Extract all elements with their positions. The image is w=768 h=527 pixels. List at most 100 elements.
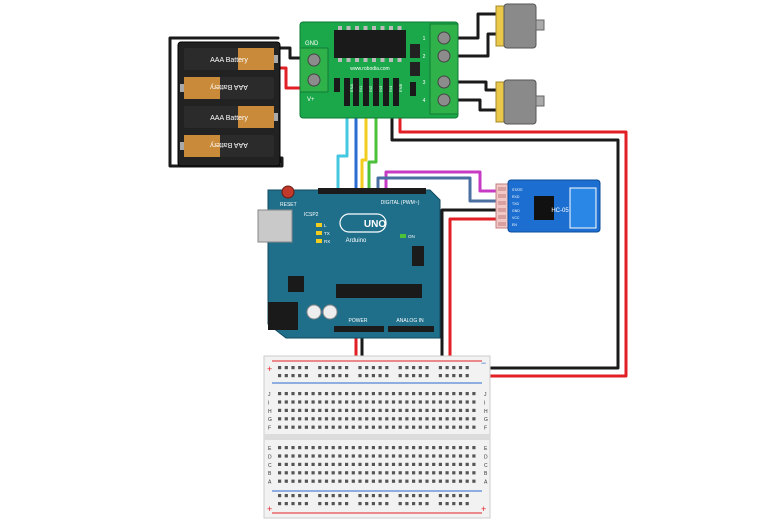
breadboard-hole xyxy=(385,408,389,412)
breadboard-hole xyxy=(365,494,369,498)
breadboard-hole xyxy=(452,462,456,466)
row-label-left: J xyxy=(268,392,271,398)
breadboard-hole xyxy=(371,454,375,458)
breadboard-hole xyxy=(345,408,349,412)
wire-motor1-a xyxy=(454,12,500,40)
breadboard-hole xyxy=(338,408,342,412)
breadboard-hole xyxy=(405,471,409,475)
breadboard-hole xyxy=(324,392,329,396)
bt-pin-label: STATE xyxy=(512,188,523,192)
breadboard-hole xyxy=(291,400,295,404)
breadboard-hole xyxy=(378,417,382,421)
breadboard-hole xyxy=(351,446,355,450)
breadboard-hole xyxy=(432,454,436,458)
breadboard-hole xyxy=(291,502,295,506)
breadboard-hole xyxy=(351,408,355,412)
breadboard-hole xyxy=(291,471,295,475)
reset-button xyxy=(281,185,295,199)
breadboard-hole xyxy=(358,425,362,429)
breadboard-hole xyxy=(465,366,469,370)
row-label-right: I xyxy=(484,400,485,406)
bt-pin xyxy=(498,201,506,205)
breadboard-hole xyxy=(418,462,422,466)
wire-driver-black xyxy=(390,113,620,370)
driver-pin-label: IN4 xyxy=(388,85,393,92)
breadboard-hole xyxy=(391,417,396,421)
chip-pin xyxy=(355,58,359,62)
breadboard-hole xyxy=(284,400,288,404)
driver-header-pin xyxy=(393,78,399,106)
battery-terminal xyxy=(180,84,184,92)
breadboard-hole xyxy=(398,471,402,475)
breadboard-hole xyxy=(452,392,456,396)
led-label: TX xyxy=(324,231,330,236)
breadboard-hole xyxy=(378,374,382,378)
breadboard-hole xyxy=(405,400,409,404)
breadboard-hole xyxy=(385,374,389,378)
motor-2 xyxy=(495,79,545,125)
battery-terminal xyxy=(180,142,184,150)
breadboard-hole xyxy=(338,446,342,450)
breadboard-hole xyxy=(418,417,422,421)
breadboard-hole xyxy=(318,366,322,370)
chip-pin xyxy=(338,58,342,62)
breadboard-hole xyxy=(445,408,449,412)
breadboard-hole xyxy=(371,471,375,475)
power-label: POWER xyxy=(349,318,368,324)
driver-header-pin xyxy=(383,78,389,106)
motor-terminal-screw xyxy=(437,31,451,45)
bt-antenna xyxy=(569,187,597,229)
breadboard-hole xyxy=(445,374,449,378)
breadboard-hole xyxy=(345,400,349,404)
chip-pin xyxy=(397,26,402,30)
wire-motor1-b xyxy=(454,32,500,58)
breadboard-hole xyxy=(378,494,382,498)
breadboard-hole xyxy=(385,425,389,429)
breadboard-hole xyxy=(318,446,322,450)
battery-terminal xyxy=(274,113,278,121)
breadboard-hole xyxy=(358,408,362,412)
driver-pin-label: ENB xyxy=(398,83,403,92)
breadboard-hole xyxy=(331,366,335,370)
breadboard-hole xyxy=(318,425,322,429)
breadboard-hole xyxy=(465,454,469,458)
breadboard-hole xyxy=(425,446,429,450)
breadboard-hole xyxy=(365,408,369,412)
breadboard-hole xyxy=(311,454,315,458)
breadboard-hole xyxy=(465,425,469,429)
breadboard-hole xyxy=(278,392,282,396)
breadboard-hole xyxy=(465,392,469,396)
breadboard-hole xyxy=(324,479,329,483)
breadboard-hole xyxy=(412,479,416,483)
wire-in2-yellow xyxy=(360,113,368,192)
led-label: L xyxy=(324,223,327,228)
breadboard-hole xyxy=(284,425,288,429)
breadboard-hole xyxy=(358,374,362,378)
breadboard-hole xyxy=(324,454,329,458)
breadboard-hole xyxy=(291,494,295,498)
rail-plus-top-left: + xyxy=(267,364,272,374)
breadboard-hole xyxy=(438,408,442,412)
breadboard-hole xyxy=(365,400,369,404)
breadboard-hole xyxy=(398,374,402,378)
motor-terminal-screw xyxy=(437,93,451,107)
breadboard-hole xyxy=(284,408,288,412)
breadboard-hole xyxy=(331,462,335,466)
bt-pin-label: EN xyxy=(512,223,517,227)
breadboard-hole xyxy=(438,471,442,475)
breadboard-hole xyxy=(405,494,409,498)
breadboard-hole xyxy=(405,462,409,466)
breadboard-hole xyxy=(385,392,389,396)
breadboard-hole xyxy=(351,425,355,429)
breadboard-hole xyxy=(365,446,369,450)
breadboard-hole xyxy=(391,454,396,458)
battery-cell-cap xyxy=(238,106,274,128)
breadboard-hole xyxy=(432,471,436,475)
breadboard-hole xyxy=(458,462,463,466)
on-led-label: ON xyxy=(408,234,415,239)
row-label-left: I xyxy=(268,400,269,406)
breadboard-hole xyxy=(398,425,402,429)
wire-battery-gnd xyxy=(276,46,308,60)
breadboard-hole xyxy=(391,400,396,404)
breadboard-hole xyxy=(371,374,375,378)
